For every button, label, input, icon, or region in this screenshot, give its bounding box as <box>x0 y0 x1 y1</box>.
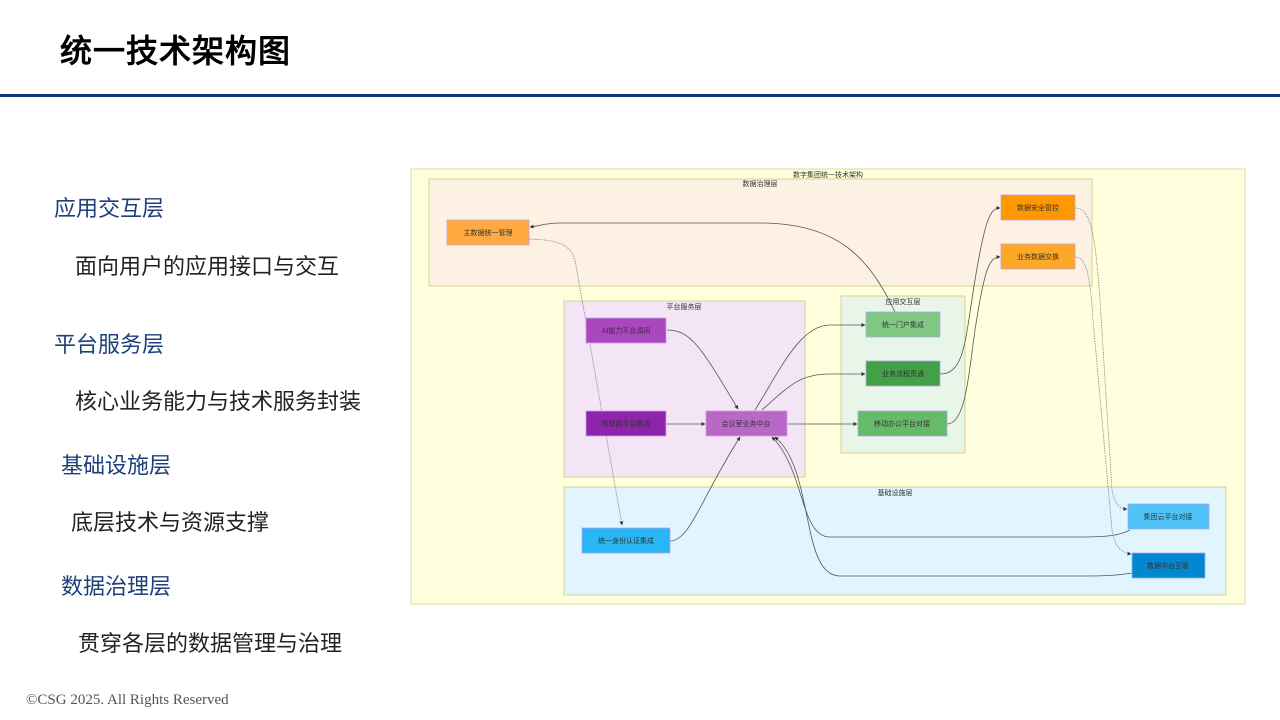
layer-desc-data: 贯穿各层的数据管理与治理 <box>78 632 343 657</box>
node-meeting-hub[interactable]: 会议室业务中台 <box>705 410 788 437</box>
node-mobile-office[interactable]: 移动办公平台对接 <box>857 410 948 437</box>
edge-hub-to-workflow <box>761 372 866 411</box>
node-label: 会议室业务中台 <box>722 419 771 428</box>
layer-heading-app: 应用交互层 <box>54 197 165 222</box>
layer-desc-platform: 核心业务能力与技术服务封装 <box>75 390 362 415</box>
edge-datahub-to-hub <box>774 436 1133 577</box>
node-label: 移动办公平台对接 <box>874 419 930 428</box>
edge-hub-to-portal <box>754 323 866 411</box>
edge-ai-to-hub <box>666 329 739 410</box>
group-data-governance: 数据治理层 <box>428 178 1093 287</box>
node-label: 集团云平台对接 <box>1144 512 1193 521</box>
edge-workflow-to-security <box>939 206 1001 375</box>
edge-security-to-cloud <box>1074 207 1128 511</box>
node-label: 数据安全管控 <box>1017 203 1059 212</box>
node-label: 业务流程贯通 <box>882 369 924 378</box>
node-label: AI能力平台调用 <box>602 326 651 335</box>
layer-heading-data: 数据治理层 <box>61 575 172 600</box>
node-label: 数据中台互联 <box>1147 561 1189 570</box>
group-label-platform: 平台服务层 <box>667 302 702 311</box>
node-iot-platform[interactable]: 物联网平台集成 <box>585 410 667 437</box>
node-data-security[interactable]: 数据安全管控 <box>1000 194 1076 221</box>
node-identity[interactable]: 统一身份认证集成 <box>581 527 671 554</box>
page-title: 统一技术架构图 <box>60 32 292 70</box>
node-group-cloud[interactable]: 集团云平台对接 <box>1127 503 1210 530</box>
node-label: 业务数据交换 <box>1017 252 1059 261</box>
layer-desc-infra: 底层技术与资源支撑 <box>71 511 270 536</box>
node-portal[interactable]: 统一门户集成 <box>865 311 941 338</box>
group-label-infra: 基础设施层 <box>878 488 913 497</box>
edge-mobile-to-exchange <box>946 255 1001 425</box>
node-data-hub[interactable]: 数据中台互联 <box>1131 552 1206 579</box>
layer-desc-app: 面向用户的应用接口与交互 <box>75 255 340 280</box>
node-label: 统一身份认证集成 <box>598 536 654 545</box>
node-label: 统一门户集成 <box>882 320 924 329</box>
node-workflow[interactable]: 业务流程贯通 <box>865 360 941 387</box>
node-label: 物联网平台集成 <box>602 419 651 428</box>
node-master-data[interactable]: 主数据统一管理 <box>446 219 530 246</box>
diagram-title: 数字集团统一技术架构 <box>793 170 863 179</box>
layer-heading-platform: 平台服务层 <box>54 333 165 358</box>
edge-master-to-identity <box>528 238 624 526</box>
node-ai-platform[interactable]: AI能力平台调用 <box>585 317 667 344</box>
layer-heading-infra: 基础设施层 <box>61 454 172 479</box>
node-label: 主数据统一管理 <box>464 228 513 237</box>
copyright-footer: ©CSG 2025. All Rights Reserved <box>26 692 229 708</box>
title-divider <box>0 94 1280 97</box>
group-label-data-governance: 数据治理层 <box>743 179 778 188</box>
group-label-app: 应用交互层 <box>886 297 921 306</box>
edge-portal-to-master <box>529 222 896 313</box>
node-data-exchange[interactable]: 业务数据交换 <box>1000 243 1076 270</box>
edge-cloud-to-hub <box>771 436 1131 538</box>
group-infra: 基础设施层 <box>563 486 1227 596</box>
edge-identity-to-hub <box>669 436 741 542</box>
